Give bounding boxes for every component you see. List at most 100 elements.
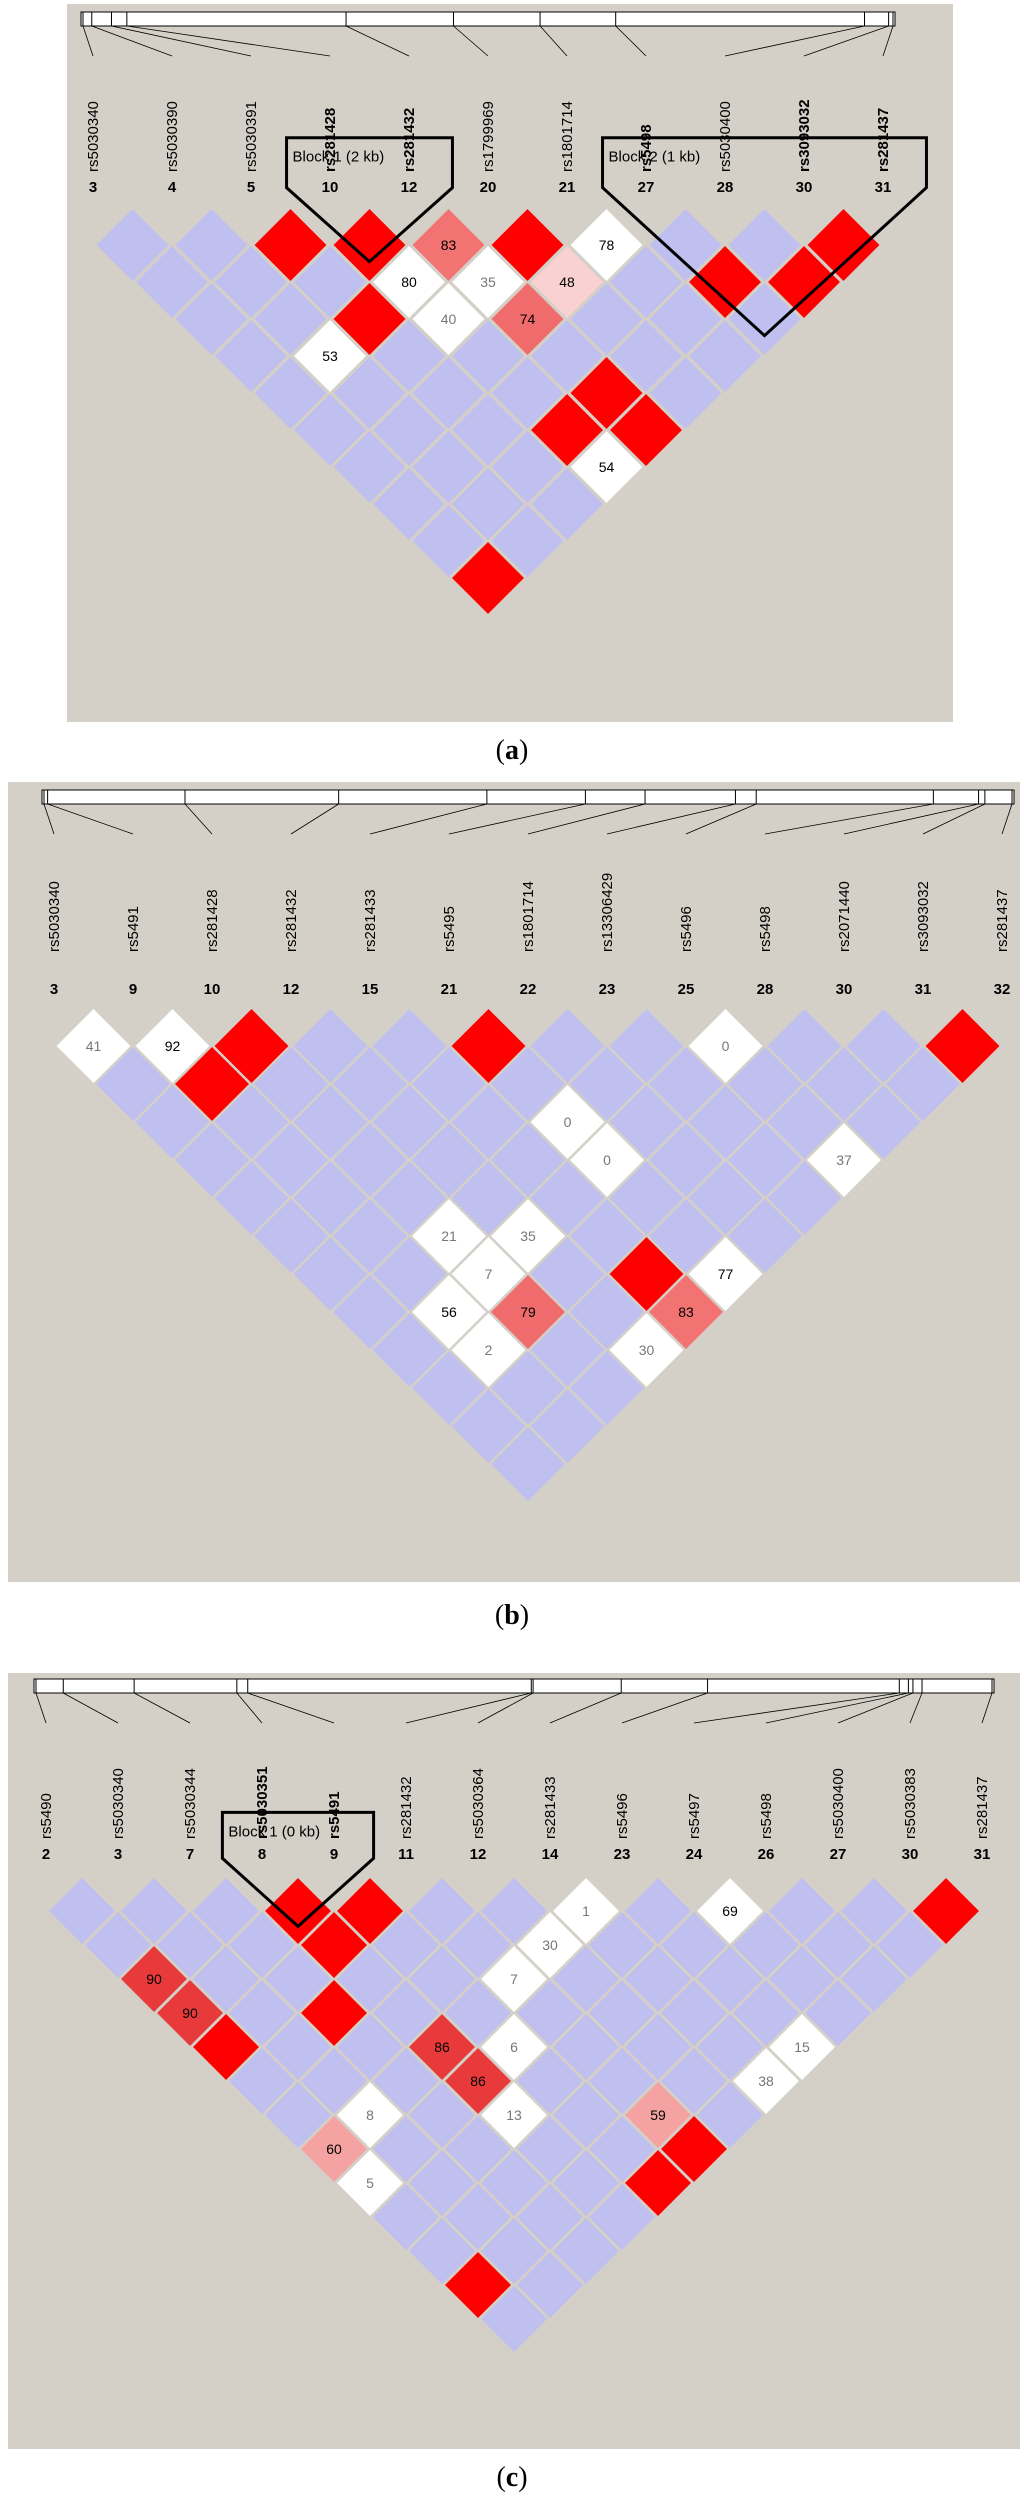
ld-cell — [568, 428, 645, 506]
ld-cell — [331, 206, 408, 284]
marker-number: 21 — [559, 179, 576, 196]
ld-value-label: 74 — [520, 311, 536, 327]
ld-cell — [370, 1082, 449, 1162]
marker-number: 20 — [480, 179, 497, 196]
ld-cell — [406, 1875, 478, 1947]
marker-number: 3 — [114, 1846, 122, 1863]
ld-cell — [212, 1082, 291, 1162]
ld-cell — [406, 2079, 478, 2151]
ld-cell — [370, 1977, 442, 2049]
ld-value-label: 41 — [86, 1038, 102, 1054]
ld-value-label: 56 — [441, 1304, 457, 1320]
ld-cell — [488, 1348, 568, 1428]
ld-cell — [331, 354, 408, 432]
ld-cell — [410, 354, 487, 432]
marker-number: 23 — [599, 981, 616, 998]
snp-connector-line — [803, 25, 889, 57]
snp-name-label: rs5030391 — [243, 101, 260, 172]
marker-number: 12 — [283, 981, 300, 998]
snp-connector-line — [43, 803, 55, 835]
ld-value-label: 80 — [401, 274, 417, 290]
ld-cell — [607, 391, 685, 469]
ld-cell — [442, 2113, 514, 2185]
marker-number: 7 — [186, 1846, 194, 1863]
caption-b: (b) — [494, 1600, 530, 1631]
ld-cell — [550, 2011, 622, 2083]
ld-cell — [528, 1234, 607, 1314]
ld-cell — [488, 1272, 568, 1352]
ld-cell — [550, 2215, 622, 2287]
ld-cell — [212, 243, 290, 321]
snp-name-label: rs1801714 — [559, 101, 576, 172]
marker-number: 31 — [915, 981, 932, 998]
ld-cell — [330, 1196, 410, 1276]
ld-cell — [694, 2079, 766, 2151]
ld-value-label: 35 — [480, 274, 496, 290]
marker-number: 9 — [330, 1846, 338, 1863]
snp-name-label: rs5496 — [678, 906, 695, 952]
ld-value-label: 90 — [146, 1971, 162, 1987]
ld-cell — [514, 2045, 586, 2117]
snp-connector-line — [236, 1692, 263, 1724]
haplotype-block-label: Block 1 (0 kb) — [228, 1823, 320, 1840]
snp-name-label: rs5030383 — [902, 1768, 919, 1839]
ld-cell — [646, 1196, 726, 1276]
ld-cell — [478, 1875, 550, 1947]
ld-cell — [409, 1272, 489, 1352]
ld-cell — [586, 1909, 658, 1981]
snp-name-label: rs5030340 — [110, 1768, 127, 1839]
ld-cell — [478, 2147, 550, 2219]
ld-cell — [514, 1909, 586, 1981]
ld-cell — [406, 2147, 478, 2219]
ld-cell — [802, 1977, 874, 2049]
ld-cell — [489, 280, 566, 358]
ld-cell — [370, 465, 448, 543]
ld-cell — [646, 1272, 726, 1352]
ld-cell — [330, 1044, 410, 1124]
ld-value-label: 8 — [366, 2107, 374, 2123]
ld-cell — [607, 1310, 686, 1390]
ld-cell — [567, 1196, 647, 1276]
ld-cell — [442, 2249, 514, 2321]
snp-name-label: rs281433 — [362, 889, 379, 952]
marker-number: 27 — [830, 1846, 847, 1863]
ld-cell — [686, 317, 764, 395]
ld-value-label: 35 — [520, 1228, 536, 1244]
snp-name-label: rs281432 — [401, 108, 418, 172]
ld-cell — [172, 1044, 252, 1124]
ld-value-label: 0 — [722, 1038, 730, 1054]
snp-connector-line — [133, 1692, 191, 1724]
ld-cell — [694, 1943, 766, 2015]
ld-cell — [330, 1272, 410, 1352]
ld-cell — [514, 2113, 586, 2185]
ld-cell — [528, 1158, 607, 1238]
ld-cell — [647, 354, 724, 432]
snp-connector-line — [1001, 803, 1013, 835]
ld-cell — [686, 1082, 765, 1162]
ld-cell — [409, 1196, 489, 1276]
marker-number: 4 — [168, 179, 177, 196]
ld-value-label: 48 — [559, 274, 575, 290]
ld-value-label: 37 — [836, 1152, 852, 1168]
ld-cell — [370, 1006, 449, 1086]
ld-cell — [251, 1196, 331, 1276]
marker-number: 23 — [614, 1846, 631, 1863]
ld-cell — [726, 280, 803, 358]
ld-cell — [567, 1348, 647, 1428]
snp-connector-line — [477, 1692, 534, 1724]
ld-cell — [694, 1875, 766, 1947]
snp-name-label: rs5030400 — [830, 1768, 847, 1839]
ld-cell — [410, 206, 487, 284]
ld-value-label: 5 — [366, 2175, 374, 2191]
ld-cell — [406, 1943, 478, 2015]
marker-number: 22 — [520, 981, 537, 998]
ld-cell — [172, 1120, 252, 1200]
ld-cell — [647, 206, 724, 284]
ld-value-label: 30 — [542, 1937, 558, 1953]
ld-cell — [622, 1875, 694, 1947]
ld-cell — [586, 2181, 658, 2253]
ld-cell — [212, 1006, 291, 1086]
ld-cell — [252, 354, 329, 432]
